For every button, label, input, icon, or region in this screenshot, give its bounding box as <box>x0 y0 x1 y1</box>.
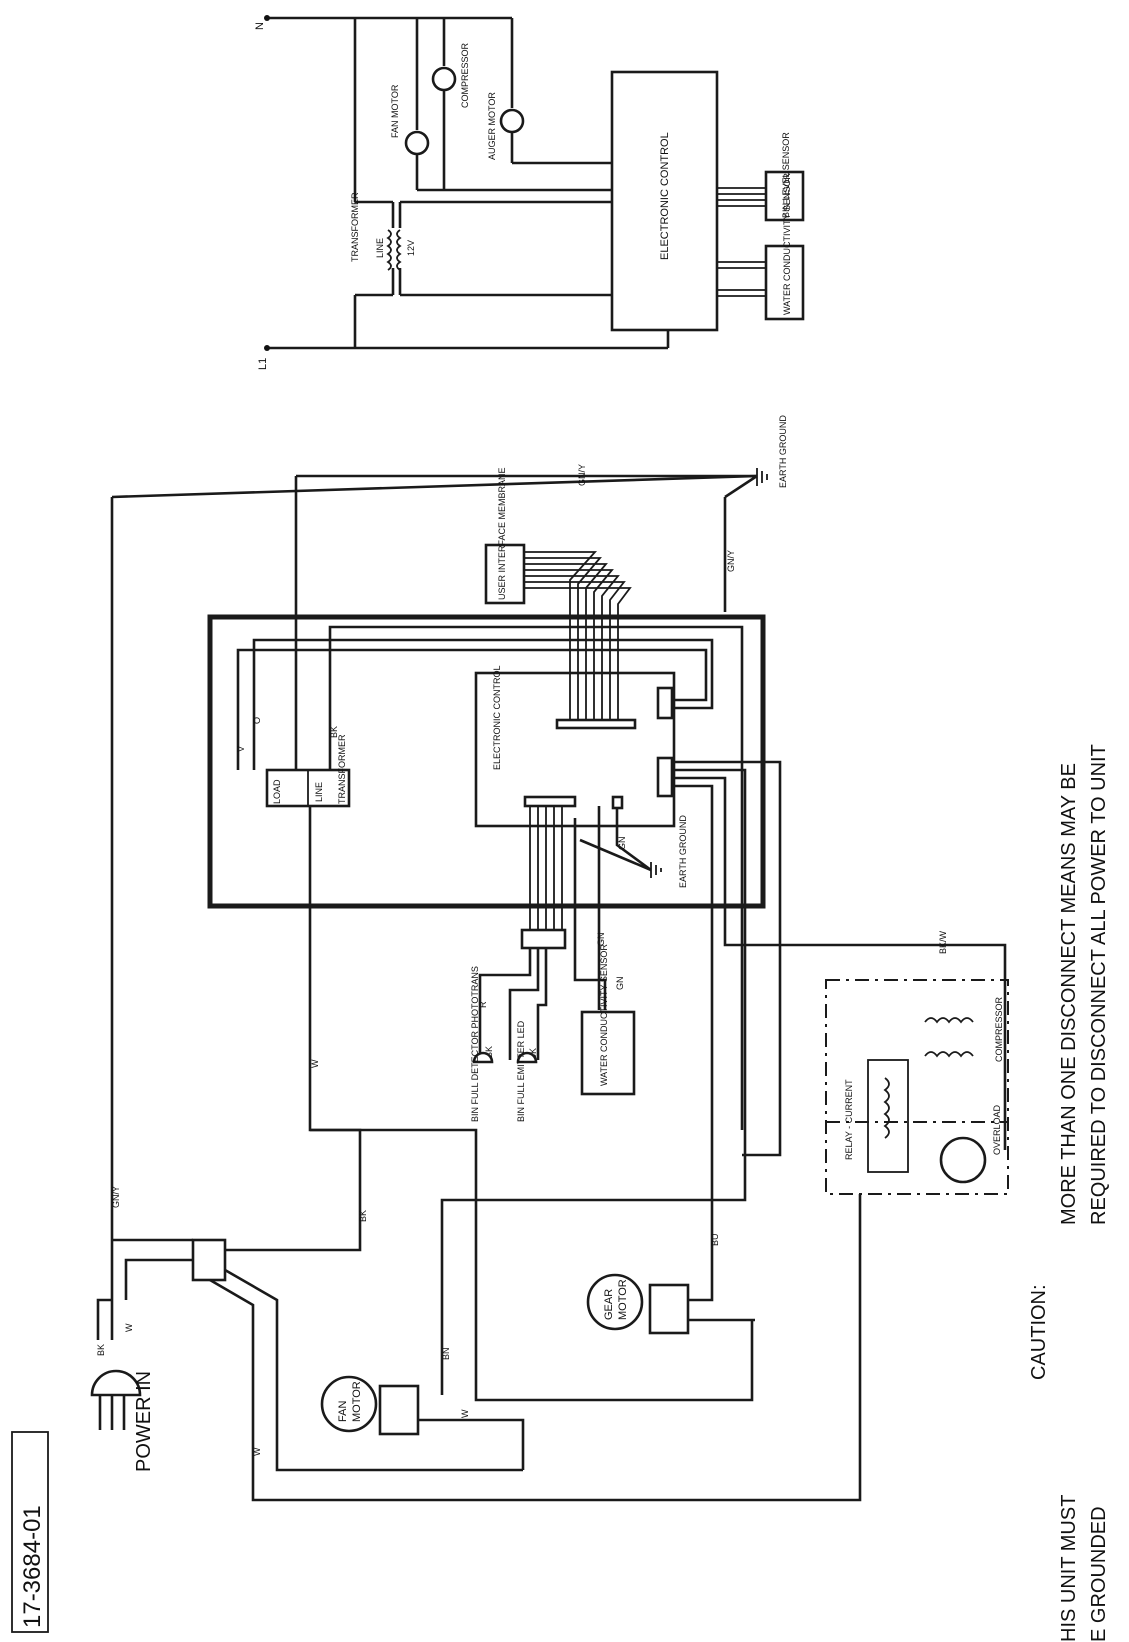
user-interface-membrane-label: USER INTERFACE MEMBRANE <box>497 467 507 600</box>
wire-o <box>252 638 714 770</box>
wire-label-gny-right: GN/Y <box>726 550 736 572</box>
fan-motor-label-1: FAN <box>337 1401 349 1422</box>
neutral-label: N <box>254 22 266 30</box>
wire-label-gny-left: GN/Y <box>111 1186 121 1208</box>
drawing-number-box: 17-3684-01 <box>11 1431 49 1633</box>
l1-label: L1 <box>257 358 269 370</box>
ribbon-cable <box>524 551 632 720</box>
wire-label-w-plug: W <box>124 1323 134 1332</box>
bin-full-emitter <box>516 1051 538 1064</box>
user-interface-membrane <box>484 543 526 605</box>
schematic-bin-level-sensor-label: BIN LEVEL SENSOR <box>781 132 791 218</box>
wire-label-bkw: BK/W <box>938 930 948 954</box>
schematic-electronic-control-label: ELECTRONIC CONTROL <box>659 132 671 260</box>
ground-note-line-2: E GROUNDED <box>1088 1506 1110 1642</box>
wire-label-gny-top: GN/Y <box>577 464 587 486</box>
earth-ground-symbol-box <box>650 862 662 878</box>
gear-motor-label-1: GEAR <box>603 1289 615 1320</box>
wire-label-bk-plug: BK <box>96 1344 106 1356</box>
relay-current-label: RELAY - CURRENT <box>844 1079 854 1160</box>
box-transformer-label: TRANSFORMER <box>337 734 347 804</box>
wire-label-gn-sensor-a: GN <box>596 933 606 947</box>
wire-label-bk-power: BK <box>358 1210 368 1222</box>
wire-label-gn-sensor-b: GN <box>615 977 625 991</box>
schematic-bin-level-sensor <box>764 170 805 222</box>
schematic-electronic-control <box>610 70 719 332</box>
l1-terminal <box>264 345 270 351</box>
line-label: LINE <box>314 782 324 802</box>
sensor-connector <box>523 795 577 808</box>
wire-label-v: V <box>236 746 246 752</box>
schematic-12v-label: 12V <box>406 240 416 256</box>
bin-full-detector-label: BIN FULL DETECTOR PHOTOTRANS <box>470 966 480 1122</box>
ui-connector <box>555 718 637 730</box>
caution-line-2: REQUIRED TO DISCONNECT ALL POWER TO UNIT <box>1088 744 1110 1225</box>
wire-label-bk-box: BK <box>329 726 339 738</box>
power-junction <box>191 1238 227 1282</box>
compressor-label: COMPRESSOR <box>994 996 1004 1062</box>
schematic-transformer-label: TRANSFORMER <box>350 192 360 262</box>
bin-full-emitter-label: BIN FULL EMITTER LED <box>516 1020 526 1122</box>
overload-label: OVERLOAD <box>992 1104 1002 1155</box>
wire-label-bn: BN <box>441 1347 451 1360</box>
connector-top-right <box>656 686 674 720</box>
wire-label-bk-detector: BK <box>484 1046 494 1058</box>
schematic-compressor <box>431 66 457 92</box>
wire-label-r-detector: R <box>478 1001 488 1008</box>
schematic-water-conductivity-label: WATER CONDUCTIVITY SENSOR <box>782 173 792 315</box>
caution-title: CAUTION: <box>1028 1284 1050 1380</box>
wire-label-gn-ground: GN <box>617 837 627 851</box>
drawing-number: 17-3684-01 <box>19 1505 46 1628</box>
schematic-water-conductivity-sensor <box>764 244 805 321</box>
neutral-terminal <box>264 15 270 21</box>
ground-note-line-1: HIS UNIT MUST <box>1058 1495 1080 1642</box>
load-label: LOAD <box>272 779 282 804</box>
relay-current <box>867 1059 909 1173</box>
fan-motor-label-2: MOTOR <box>351 1381 363 1422</box>
wire-label-o: O <box>252 717 262 724</box>
water-conductivity-sensor-label: WATER CONDUCTIVITY SENSOR <box>599 944 609 1086</box>
connector-mid-right <box>656 756 674 798</box>
earth-ground-symbol-top <box>756 468 768 486</box>
wiring-main: GN/Y GN/Y GN/Y EARTH GROUND ELECTRONIC C… <box>90 415 1009 1502</box>
schematic-auger-motor-label: AUGER MOTOR <box>487 92 497 160</box>
ladder-schematic: N L1 TRANSFORMER LINE 12V FAN MOTOR <box>254 15 805 370</box>
schematic-fan-motor <box>404 130 430 156</box>
schematic-auger-motor <box>499 108 525 134</box>
sensor-harness-plug <box>520 928 567 950</box>
compressor-assembly <box>825 979 1009 1195</box>
wire-v <box>236 648 708 770</box>
gear-motor-label-2: MOTOR <box>617 1279 629 1320</box>
fan-motor-connector <box>378 1384 420 1436</box>
gear-motor-connector <box>648 1283 690 1335</box>
bin-full-detector <box>472 1051 494 1064</box>
schematic-transformer <box>386 229 402 271</box>
fan-motor <box>320 1375 378 1433</box>
overload <box>939 1136 987 1184</box>
ground-tab <box>611 795 624 810</box>
wire-w-main <box>308 806 754 1402</box>
earth-ground-box-label: EARTH GROUND <box>678 815 688 888</box>
wire-label-bu: BU <box>710 1233 720 1246</box>
schematic-compressor-label: COMPRESSOR <box>460 42 470 108</box>
power-plug-icon <box>90 1369 142 1430</box>
caution-line-1: MORE THAN ONE DISCONNECT MEANS MAY BE <box>1058 763 1080 1225</box>
schematic-fan-motor-label: FAN MOTOR <box>390 84 400 138</box>
power-in-label: POWER IN <box>133 1371 155 1472</box>
wire-label-w-main: W <box>310 1059 320 1068</box>
wire-bk-box <box>328 625 744 1130</box>
earth-ground-top-label: EARTH GROUND <box>778 415 788 488</box>
water-conductivity-sensor <box>580 1010 636 1096</box>
schematic-line-label: LINE <box>375 238 385 258</box>
electronic-control-label: ELECTRONIC CONTROL <box>492 665 502 770</box>
gear-motor <box>586 1273 644 1331</box>
wire-label-w-power: W <box>252 1447 262 1456</box>
wire-label-w-fan: W <box>460 1409 470 1418</box>
